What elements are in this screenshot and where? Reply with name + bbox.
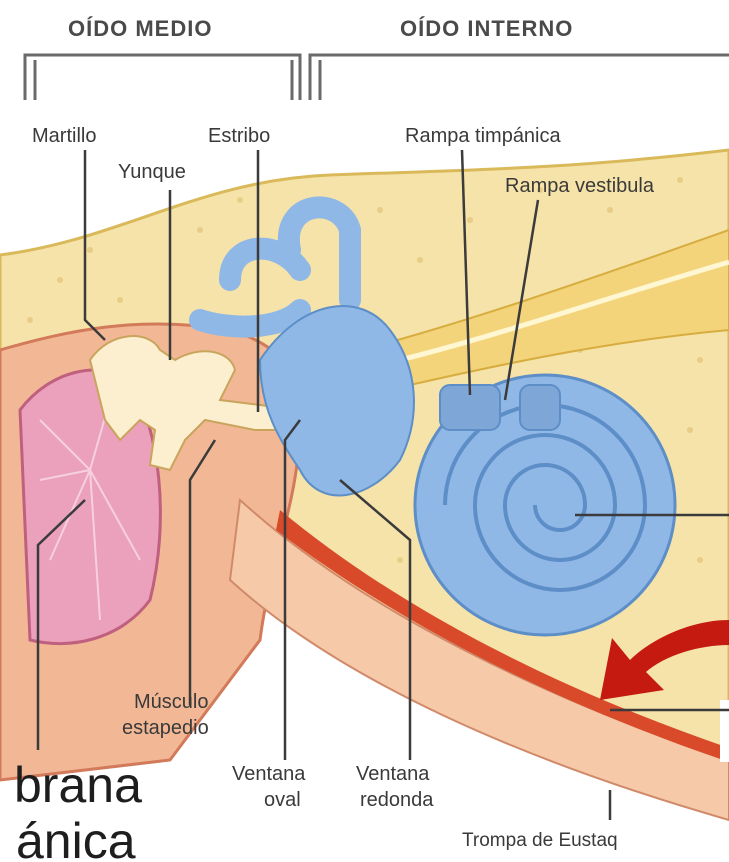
- header-inner-ear: OÍDO INTERNO: [400, 16, 573, 41]
- label-scala-tympani: Rampa timpánica: [405, 125, 562, 147]
- label-round-window-1: Ventana: [356, 763, 430, 785]
- label-stapes: Estribo: [208, 125, 270, 147]
- label-stapedius-1: Músculo: [134, 691, 208, 713]
- label-eustachian-tube: Trompa de Eustaq: [462, 830, 618, 851]
- label-oval-window-1: Ventana: [232, 763, 306, 785]
- label-stapedius-2: estapedio: [122, 717, 209, 739]
- label-membrane-2: ánica: [16, 813, 136, 862]
- header-middle-ear: OÍDO MEDIO: [68, 16, 212, 41]
- label-scala-vestibuli: Rampa vestibula: [505, 175, 655, 197]
- label-oval-window-2: oval: [264, 789, 301, 811]
- label-incus: Yunque: [118, 161, 186, 183]
- label-malleus: Martillo: [32, 125, 96, 147]
- cochlea: [415, 375, 675, 635]
- header-brackets: [25, 55, 729, 100]
- label-membrane-1: brana: [14, 757, 142, 813]
- label-round-window-2: redonda: [360, 789, 434, 811]
